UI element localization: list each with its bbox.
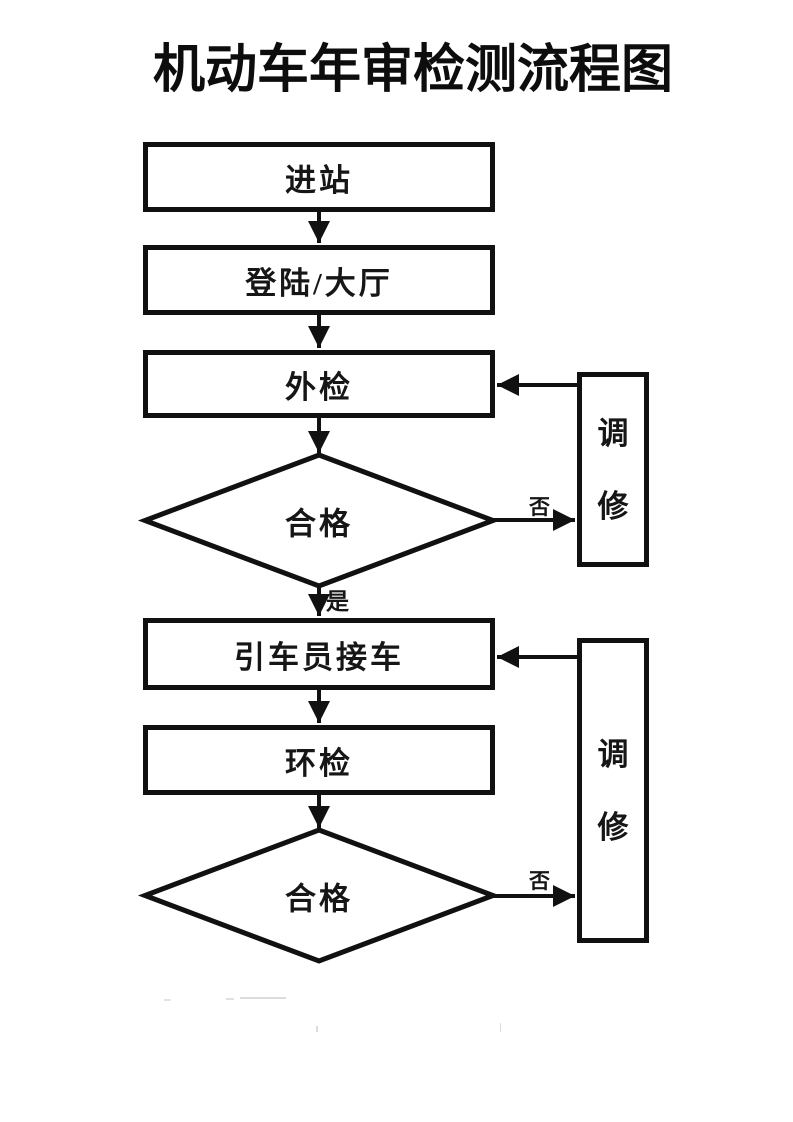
node-repair-1-label: 调修 <box>597 415 629 524</box>
scan-artifact <box>226 998 234 1000</box>
node-login-hall-label: 登陆/大厅 <box>245 265 393 301</box>
node-enter-station: 进站 <box>143 142 495 212</box>
node-repair-2-label: 调修 <box>597 736 629 845</box>
decision-diamond-1-shape <box>137 452 501 589</box>
edge-label-no-1: 否 <box>529 495 550 519</box>
scan-artifact <box>240 997 286 999</box>
node-repair-2: 调修 <box>577 638 649 943</box>
flowchart-title: 机动车年审检测流程图 <box>152 41 674 99</box>
node-external-inspection: 外检 <box>143 350 495 418</box>
node-login-hall: 登陆/大厅 <box>143 245 495 315</box>
decision-qualified-1-label: 合格 <box>285 506 353 542</box>
node-external-inspection-label: 外检 <box>285 369 353 405</box>
decision-diamond-2-shape <box>137 827 501 964</box>
scan-artifact <box>316 1026 318 1032</box>
node-driver-pickup-label: 引车员接车 <box>234 639 404 675</box>
edge-label-yes: 是 <box>326 589 349 614</box>
scan-artifact <box>164 999 171 1001</box>
scan-artifact <box>500 1023 501 1032</box>
edge-label-no-2: 否 <box>529 869 550 893</box>
node-repair-1: 调修 <box>577 372 649 567</box>
decision-qualified-2-label: 合格 <box>285 881 353 917</box>
node-enter-station-label: 进站 <box>285 162 353 198</box>
node-driver-pickup: 引车员接车 <box>143 618 495 690</box>
node-env-inspection-label: 环检 <box>285 745 353 781</box>
node-env-inspection: 环检 <box>143 725 495 795</box>
